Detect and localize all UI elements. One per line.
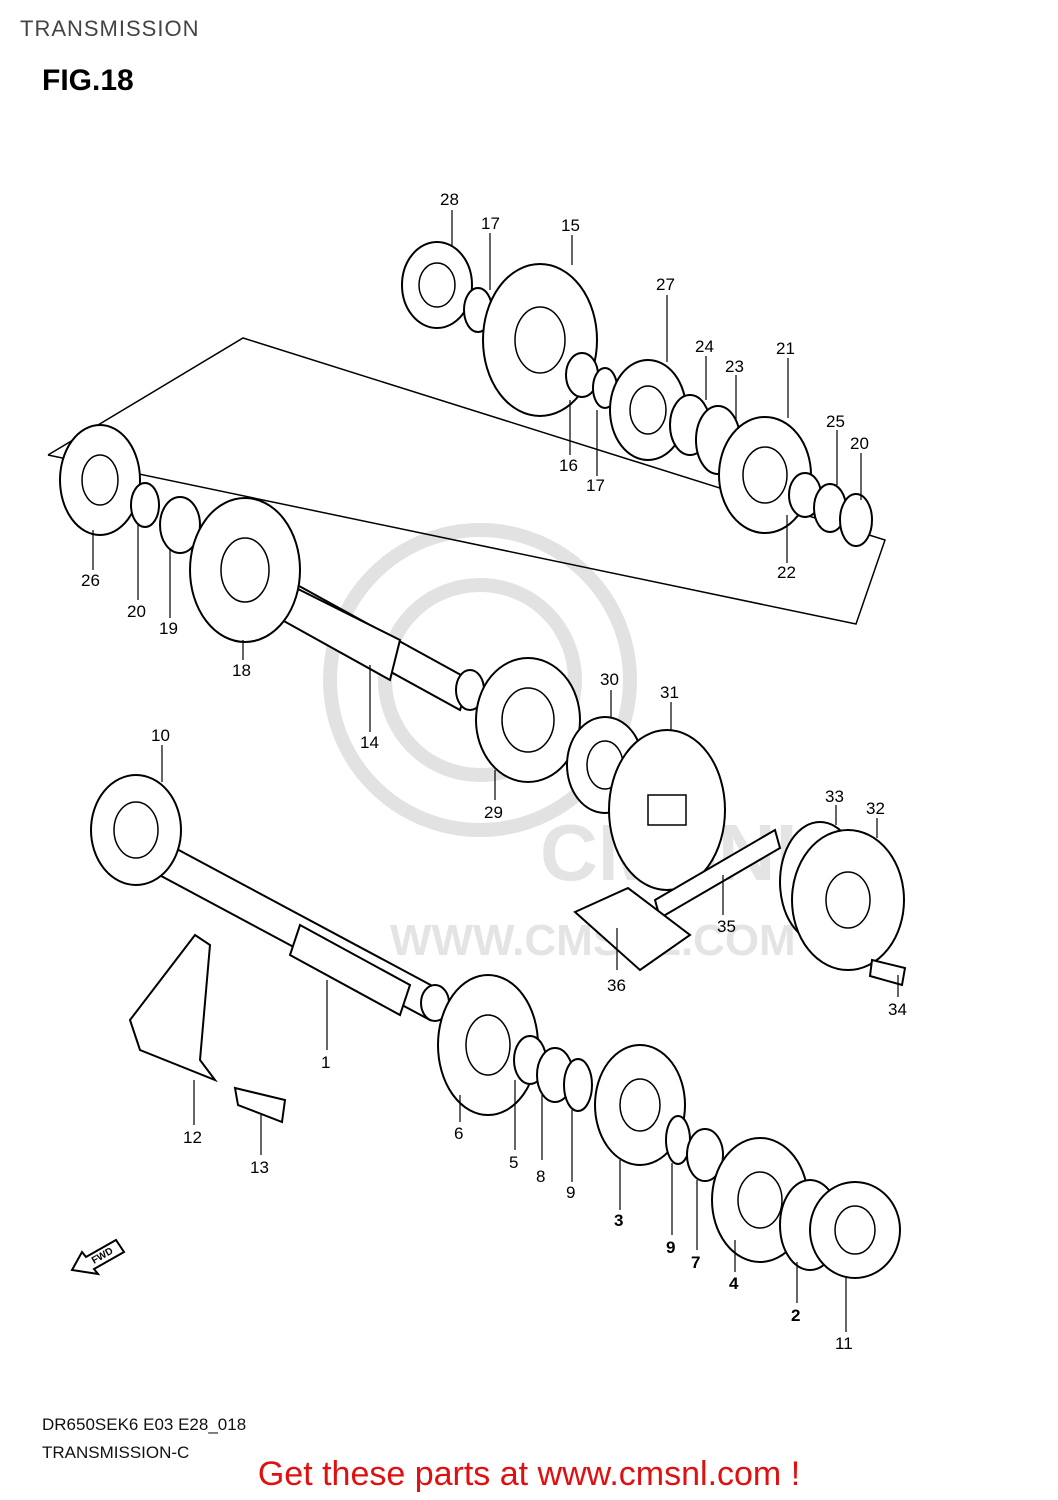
callout-1: 1 [321, 1053, 330, 1072]
callout-20-left: 20 [127, 602, 146, 621]
gear-26 [59, 424, 141, 536]
callout-22: 22 [777, 563, 796, 582]
circlip-20-right [839, 493, 873, 547]
leader-lines [92, 210, 899, 1332]
subassembly-outline [47, 337, 886, 625]
gear-6 [437, 974, 539, 1116]
callout-17-upper: 17 [481, 214, 500, 233]
callout-9-left: 9 [566, 1183, 575, 1202]
sprocket-31 [608, 729, 726, 891]
callout-11: 11 [835, 1334, 853, 1353]
callout-17-lower: 17 [586, 476, 605, 495]
callout-5: 5 [509, 1153, 518, 1172]
callout-9-right: 9 [666, 1238, 675, 1257]
callout-14: 14 [360, 733, 379, 752]
sprocket-plate-32 [791, 829, 905, 971]
bearing-10 [90, 774, 182, 886]
diagram-name: TRANSMISSION-C [42, 1443, 190, 1462]
callout-21: 21 [776, 339, 795, 358]
callout-labels: 28 17 15 27 24 23 21 25 20 16 17 22 26 2… [81, 190, 907, 1353]
callout-15: 15 [561, 216, 580, 235]
callout-19: 19 [159, 619, 178, 638]
circlip-9-left [563, 1058, 593, 1112]
callout-26: 26 [81, 571, 100, 590]
callout-18: 18 [232, 661, 251, 680]
callout-4: 4 [729, 1274, 739, 1293]
screw-13 [233, 1086, 287, 1124]
gear-18 [189, 497, 301, 643]
callout-6: 6 [454, 1124, 463, 1143]
gear-3 [594, 1044, 686, 1166]
callout-32: 32 [866, 799, 885, 818]
chain-joint-36 [573, 886, 692, 972]
callout-2: 2 [791, 1306, 800, 1325]
callout-23: 23 [725, 357, 744, 376]
washer-7 [686, 1128, 724, 1182]
callout-33: 33 [825, 787, 844, 806]
callout-29: 29 [484, 803, 503, 822]
bearing-11 [809, 1181, 901, 1279]
bearing-28 [401, 241, 473, 329]
section-title: TRANSMISSION [20, 16, 200, 41]
washer-19 [159, 496, 201, 554]
callout-12: 12 [183, 1128, 202, 1147]
model-code: DR650SEK6 E03 E28_018 [42, 1415, 247, 1434]
callout-31: 31 [660, 683, 679, 702]
callout-7: 7 [691, 1253, 700, 1272]
callout-30: 30 [600, 670, 619, 689]
parts-link-banner[interactable]: Get these parts at www.cmsnl.com ! [257, 1455, 801, 1493]
callout-25: 25 [826, 412, 845, 431]
callout-36: 36 [607, 976, 626, 995]
callout-20-right: 20 [850, 434, 869, 453]
callout-28: 28 [440, 190, 459, 209]
callout-8: 8 [536, 1167, 545, 1186]
fwd-arrow-icon: FWD [70, 1238, 126, 1276]
callout-16: 16 [559, 456, 578, 475]
bearing-29 [475, 657, 581, 783]
figure-number: FIG.18 [42, 64, 134, 97]
circlip-20-left [130, 482, 160, 528]
callout-34: 34 [888, 1000, 907, 1019]
callout-10: 10 [151, 726, 170, 745]
callout-24: 24 [695, 337, 714, 356]
callout-35: 35 [717, 917, 736, 936]
callout-27: 27 [656, 275, 675, 294]
bearing-retainer-12 [128, 933, 218, 1083]
callout-13: 13 [250, 1158, 269, 1177]
callout-3: 3 [614, 1211, 623, 1230]
bolt-34 [868, 958, 907, 987]
